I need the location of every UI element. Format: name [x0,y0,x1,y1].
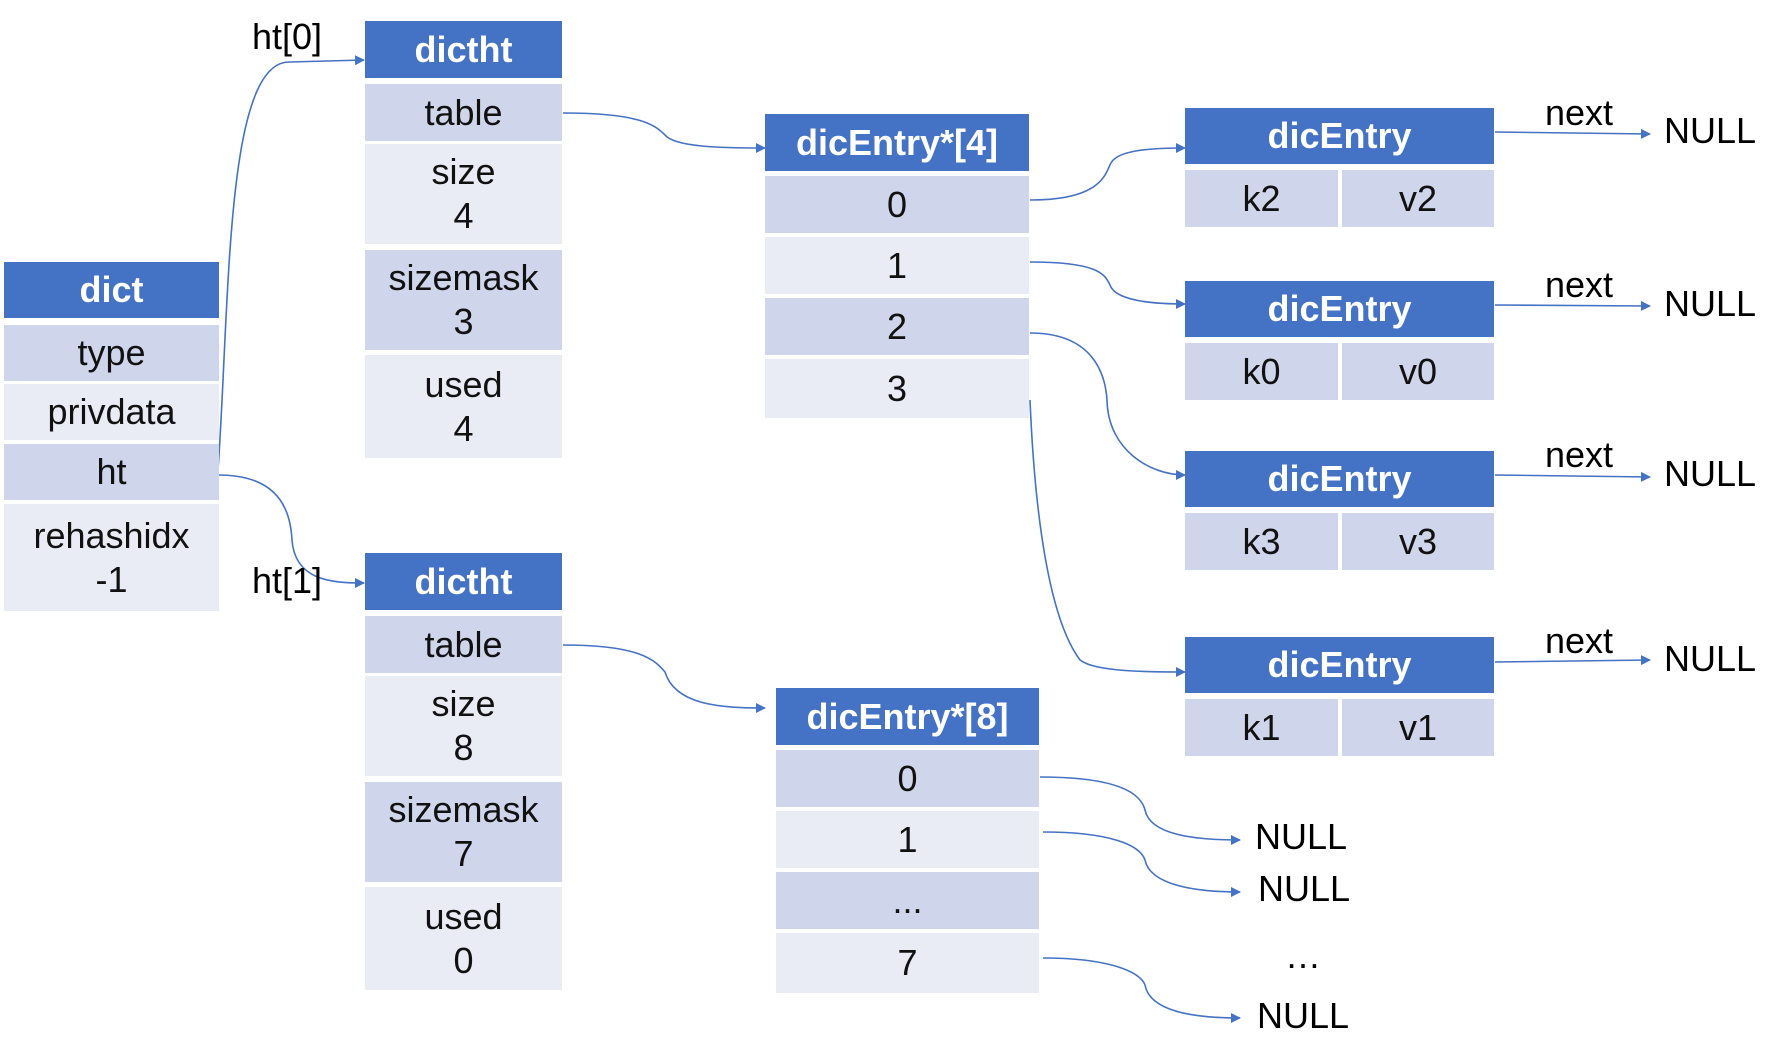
dict-field-privdata: privdata [4,384,219,440]
null-label: NULL [1664,638,1757,679]
entry-array-4-slot: 0 [765,176,1029,233]
dictht-0-size: size 4 [365,144,562,244]
dictht-1: dictht table size 8 sizemask 7 used 0 [365,553,562,990]
dictht-0-sizemask: sizemask 3 [365,250,562,350]
arrow-slot8-0-to-null [1039,776,1241,845]
dic-entry-kv: k1 v1 [1185,699,1494,756]
dic-entry-value: v3 [1342,513,1494,570]
dic-entry-header: dicEntry [1185,108,1494,164]
dic-entry-header: dicEntry [1185,637,1494,693]
dic-entry-key: k3 [1185,513,1338,570]
dictht-0-used: used 4 [365,355,562,458]
dictht-0-header: dictht [365,21,562,78]
size-value: 8 [453,727,474,768]
sizemask-label: sizemask [388,789,539,830]
dic-entry-key: k2 [1185,170,1338,227]
entry-array-4-slot: 2 [765,298,1029,355]
dic-entry-kv: k0 v0 [1185,343,1494,400]
dict-struct: dict type privdata ht rehashidx -1 [4,262,219,611]
arrow-ht0-table-to-array4 [562,112,766,153]
array8-ellipsis: … [1285,935,1321,976]
null-label: NULL [1664,453,1757,494]
arrow-ht-to-ht0 [217,55,365,471]
arrow-ht1-table-to-array8 [562,644,766,713]
dic-entry-header: dicEntry [1185,281,1494,337]
dic-entry-value: v2 [1342,170,1494,227]
used-value: 4 [453,407,474,449]
dictht-0-table: table [365,84,562,141]
dict-header: dict [4,262,219,318]
entry-array-4: dicEntry*[4] 0 1 2 3 [765,114,1029,418]
dict-field-rehashidx: rehashidx -1 [4,504,219,611]
dictht-1-table: table [365,616,562,673]
entry-array-8-header: dicEntry*[8] [776,688,1039,745]
next-label: next [1545,92,1614,133]
entry-array-4-header: dicEntry*[4] [765,114,1029,171]
size-value: 4 [453,195,474,236]
size-label: size [431,151,496,192]
dictht-1-size: size 8 [365,676,562,776]
entry-array-4-slot: 1 [765,237,1029,294]
arrow-slot1-to-entry-k0 [1029,261,1186,309]
null-label: NULL [1664,283,1757,324]
size-label: size [431,683,496,724]
ht0-label: ht[0] [252,16,323,57]
dictht-0: dictht table size 4 sizemask 3 used 4 [365,21,562,458]
ht1-label: ht[1] [252,560,323,601]
dic-entry-key: k1 [1185,699,1338,756]
entry-array-8-slot: 1 [776,811,1039,868]
entry-array-8-slot: ... [776,872,1039,929]
sizemask-value: 3 [453,301,474,342]
next-label: next [1545,620,1614,661]
dic-entry-kv: k2 v2 [1185,170,1494,227]
used-value: 0 [453,939,474,981]
rehashidx-label: rehashidx [33,514,190,556]
dictht-1-sizemask: sizemask 7 [365,782,562,882]
dic-entry-k1: dicEntry k1 v1 [1185,637,1494,756]
arrow-slot8-1-to-null [1042,831,1241,897]
dic-entry-key: k0 [1185,343,1338,400]
dic-entry-value: v1 [1342,699,1494,756]
entry-array-4-slot: 3 [765,359,1029,418]
used-label: used [424,895,503,937]
dict-field-type: type [4,325,219,381]
entry-array-8-slot: 7 [776,933,1039,993]
next-label: next [1545,434,1614,475]
array8-null-label: NULL [1255,816,1348,857]
entry-array-8-slot: 0 [776,750,1039,807]
arrow-slot2-to-entry-k3 [1029,332,1186,480]
sizemask-label: sizemask [388,257,539,298]
array8-null-label: NULL [1257,995,1350,1036]
dic-entry-k2: dicEntry k2 v2 [1185,108,1494,227]
dictht-1-header: dictht [365,553,562,610]
entry-array-8: dicEntry*[8] 0 1 ... 7 [776,688,1039,993]
arrow-slot8-7-to-null [1042,957,1241,1023]
dic-entry-kv: k3 v3 [1185,513,1494,570]
rehashidx-value: -1 [95,558,128,600]
dic-entry-header: dicEntry [1185,451,1494,507]
dictht-1-used: used 0 [365,887,562,990]
dic-entry-k0: dicEntry k0 v0 [1185,281,1494,400]
arrow-slot3-to-entry-k1 [1029,399,1186,677]
used-label: used [424,363,503,405]
dic-entry-k3: dicEntry k3 v3 [1185,451,1494,570]
sizemask-value: 7 [453,833,474,874]
dict-field-ht: ht [4,444,219,500]
dic-entry-value: v0 [1342,343,1494,400]
null-label: NULL [1664,110,1757,151]
next-label: next [1545,264,1614,305]
arrow-slot0-to-entry-k2 [1029,143,1186,201]
array8-null-label: NULL [1258,868,1351,909]
